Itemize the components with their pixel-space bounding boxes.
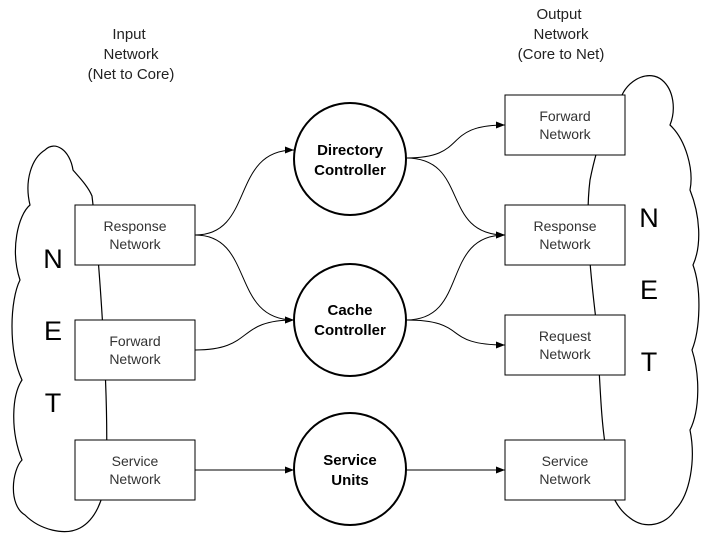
svg-text:Network: Network [539,126,591,142]
svg-text:Forward: Forward [109,333,160,349]
svg-text:Service: Service [542,453,589,469]
output-request-network-box: Request Network [504,314,626,376]
net-right-letter-e: E [640,275,658,305]
arrow-forward-to-cache [194,316,295,351]
arrow-directory-to-forward [405,121,506,159]
svg-text:Network: Network [539,346,591,362]
svg-text:Network: Network [109,471,161,487]
svg-text:Output: Output [536,6,582,23]
directory-controller: Directory Controller [293,102,407,216]
svg-text:Network: Network [103,46,159,63]
net-cloud-right [587,75,700,526]
input-forward-network-box: Forward Network [74,319,196,381]
svg-text:Controller: Controller [314,322,386,339]
service-units: Service Units [293,412,407,526]
svg-text:(Net to Core): (Net to Core) [88,66,175,83]
svg-text:Forward: Forward [539,108,590,124]
input-network-header: Input Network (Net to Core) [88,26,175,83]
net-left-letter-t: T [45,388,62,418]
net-right-letter-n: N [639,203,659,233]
net-left-letter-e: E [44,316,62,346]
arrow-response-to-directory [194,146,295,236]
svg-text:Units: Units [331,472,369,489]
input-response-network-box: Response Network [74,204,196,266]
output-service-network-box: Service Network [504,439,626,501]
net-right-letter-t: T [641,347,658,377]
output-network-header: Output Network (Core to Net) [518,6,605,63]
svg-text:Network: Network [109,236,161,252]
svg-text:Service: Service [323,452,376,469]
svg-text:Directory: Directory [317,142,384,159]
input-service-network-box: Service Network [74,439,196,501]
svg-text:Cache: Cache [327,302,372,319]
arrow-directory-to-response [405,157,506,239]
svg-text:Request: Request [539,328,591,344]
arrow-response-to-cache [194,234,295,324]
svg-text:Network: Network [109,351,161,367]
svg-text:Controller: Controller [314,162,386,179]
svg-text:Network: Network [539,236,591,252]
connectors [194,121,506,474]
output-forward-network-box: Forward Network [504,94,626,156]
cache-controller: Cache Controller [293,263,407,377]
arrow-cache-to-response [405,231,506,321]
svg-text:Service: Service [112,453,159,469]
net-left-letter-n: N [43,244,63,274]
svg-text:Network: Network [539,471,591,487]
svg-text:Network: Network [533,26,589,43]
svg-text:Input: Input [112,26,146,43]
arrow-cache-to-request [405,319,506,349]
svg-text:Response: Response [103,218,166,234]
svg-text:Response: Response [533,218,596,234]
svg-text:(Core to Net): (Core to Net) [518,46,605,63]
output-response-network-box: Response Network [504,204,626,266]
